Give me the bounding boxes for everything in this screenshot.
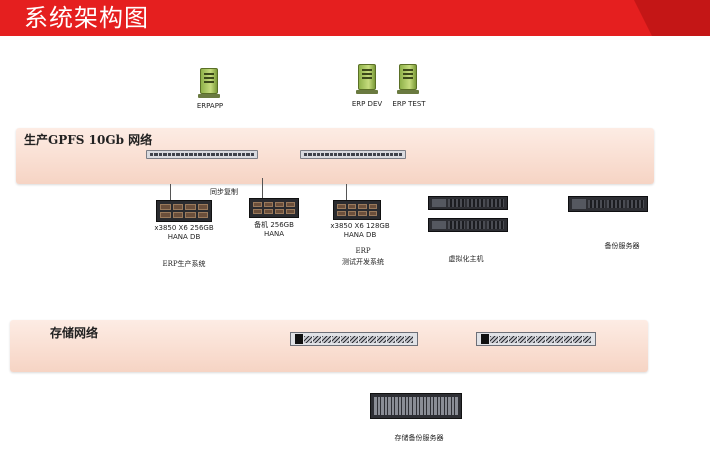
storage-backup-label: 存储备份服务器: [394, 434, 444, 442]
erp-prod-hana-server: [156, 200, 212, 222]
erp-prod-server-db: HANA DB: [167, 233, 201, 241]
erp-test-label: ERP TEST: [392, 100, 426, 108]
connector-line: [262, 178, 263, 200]
backup-server-label: 备份服务器: [604, 242, 640, 250]
production-switch-2: [300, 150, 406, 159]
storage-network-band: [10, 320, 648, 372]
erp-test-server-db: HANA DB: [343, 231, 377, 239]
erp-prod-server-spec: x3850 X6 256GB: [154, 224, 214, 232]
production-switch-1: [146, 150, 258, 159]
header-accent: [634, 0, 710, 36]
san-switch-1: [290, 332, 418, 346]
erp-prod-system-label: ERP生产系统: [162, 260, 206, 268]
storage-network-label: 存储网络: [50, 326, 99, 340]
erp-dev-label: ERP DEV: [351, 100, 383, 108]
erp-test-server-spec: x3850 X6 128GB: [330, 222, 390, 230]
connector-line: [346, 184, 347, 200]
erp-test-hana-server: [333, 200, 381, 220]
standby-server-spec: 备机 256GB: [254, 221, 294, 229]
page-title: 系统架构图: [24, 4, 149, 32]
sync-replication-label: 同步复制: [210, 188, 238, 196]
virtual-host-label: 虚拟化主机: [448, 255, 484, 263]
standby-hana-server: [249, 198, 299, 218]
header-bar: [0, 0, 710, 36]
erp-dev-server-icon: [356, 64, 378, 94]
virtual-host-server-2: [428, 218, 508, 232]
virtual-host-server-1: [428, 196, 508, 210]
erpapp-label: ERPAPP: [196, 102, 224, 110]
erp-test-system-label-line2: 测试开发系统: [342, 258, 384, 266]
erp-test-server-icon: [397, 64, 419, 94]
connector-line: [170, 184, 171, 200]
production-network-label: 生产GPFS 10Gb 网络: [24, 133, 153, 147]
san-switch-2: [476, 332, 596, 346]
storage-backup-array: [370, 393, 462, 419]
standby-server-db: HANA: [263, 230, 285, 238]
backup-server: [568, 196, 648, 212]
erpapp-server-icon: [198, 68, 220, 98]
erp-test-system-label-line1: ERP: [355, 247, 371, 255]
